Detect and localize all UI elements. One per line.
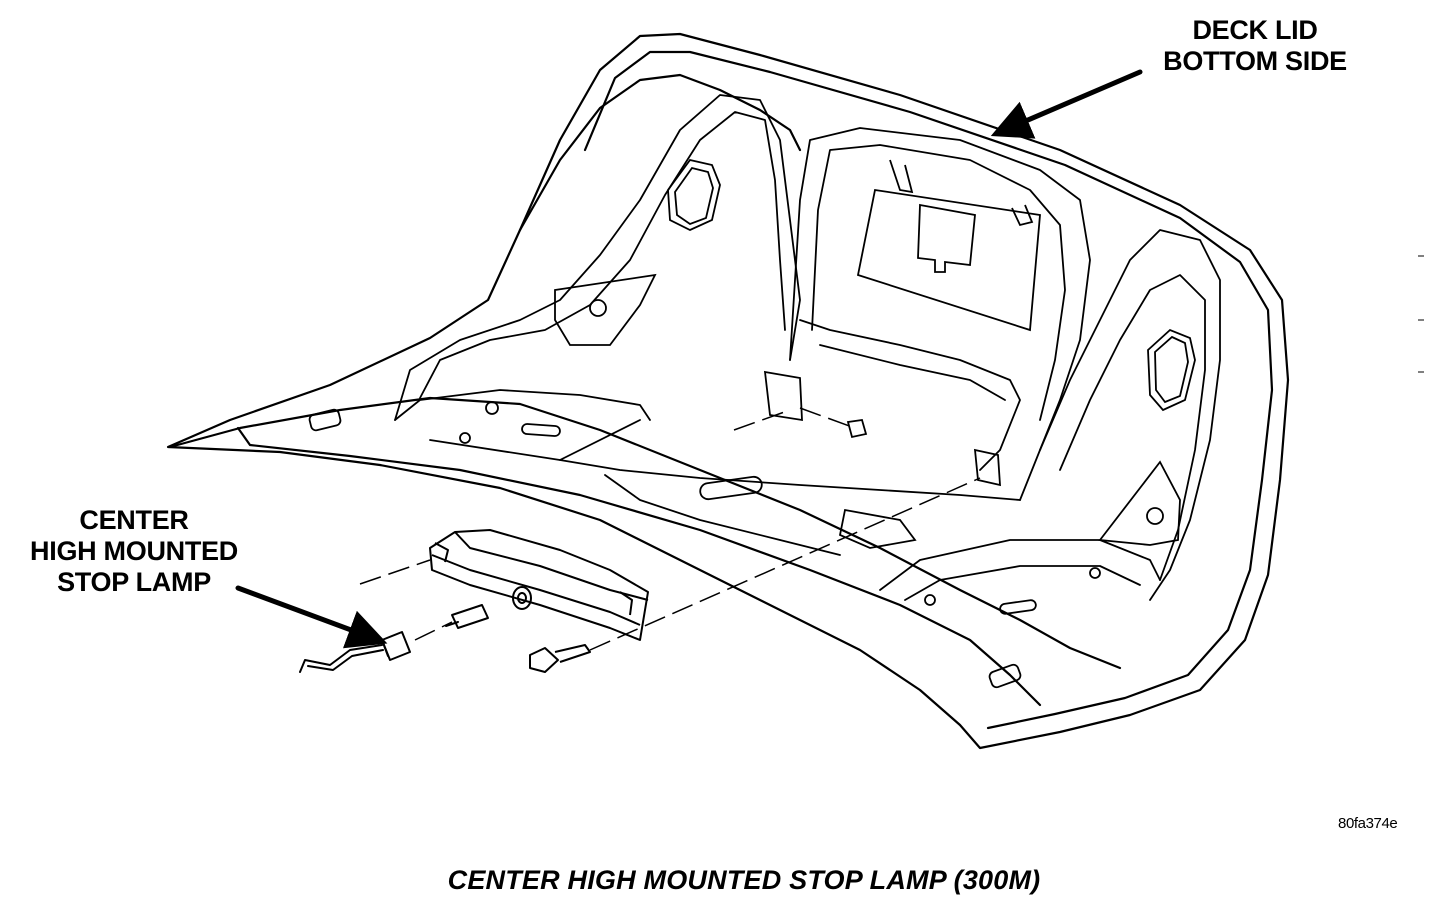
clip-nut <box>846 418 868 439</box>
deck-lid-label-line2: BOTTOM SIDE <box>1163 46 1347 76</box>
stop-lamp-arrow <box>235 585 388 649</box>
lamp-connector-and-harness <box>299 604 489 673</box>
stop-lamp-label-line1: CENTER <box>79 505 189 535</box>
stop-lamp-assembly <box>429 529 649 641</box>
edge-marks <box>1418 255 1424 373</box>
assembly-leader-lines <box>359 407 981 651</box>
deck-lid-openings <box>308 158 1196 689</box>
stop-lamp-label-line3: STOP LAMP <box>57 567 211 597</box>
stop-lamp-label-line2: HIGH MOUNTED <box>30 536 238 566</box>
deck-lid-label-line1: DECK LID <box>1192 15 1318 45</box>
figure-caption: CENTER HIGH MOUNTED STOP LAMP (300M) <box>447 865 1041 895</box>
mounting-screw <box>529 644 591 673</box>
deck-lid-outline <box>166 32 1290 750</box>
stop-lamp-label: CENTER HIGH MOUNTED STOP LAMP <box>18 505 250 598</box>
deck-lid-inner-panels <box>394 94 1221 601</box>
deck-lid-arrow <box>990 69 1143 139</box>
deck-lid-label: DECK LID BOTTOM SIDE <box>1150 15 1360 77</box>
callout-arrows <box>235 69 1143 649</box>
figure-id: 80fa374e <box>1338 815 1398 832</box>
